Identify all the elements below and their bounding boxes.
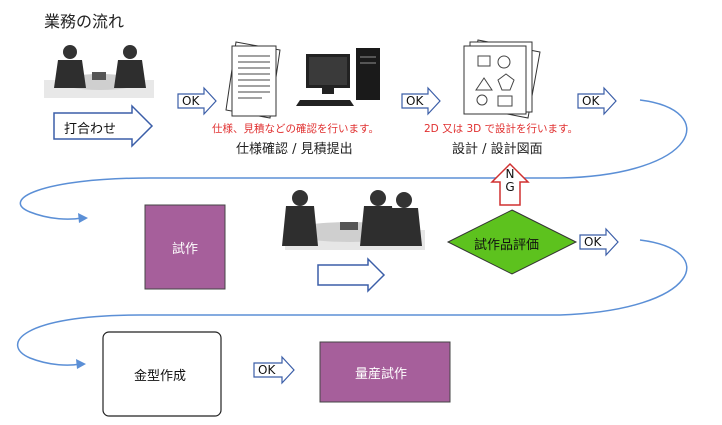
ok-arrow-5 [253, 355, 295, 385]
ok-arrow-4 [579, 227, 619, 257]
spec-note: 仕様、見積などの確認を行います。 [212, 123, 379, 135]
ok-arrow-1 [177, 86, 217, 116]
ok-label-4: OK [584, 235, 602, 249]
documents-icon [225, 41, 281, 119]
computer-icon [296, 48, 380, 106]
ok-arrow-3 [577, 86, 617, 116]
ok-arrow-2 [401, 86, 441, 116]
flow-arrowhead-2 [76, 359, 86, 369]
ok-label-2: OK [406, 94, 424, 108]
ng-arrow-shape [490, 162, 530, 206]
evaluation-label: 試作品評価 [474, 238, 540, 253]
meeting-label: 打合わせ [64, 122, 117, 137]
prototype-box [144, 204, 226, 290]
meeting-people-icon [44, 45, 154, 98]
meeting-people-2-icon [282, 190, 425, 250]
mold-label: 金型作成 [134, 369, 187, 384]
mass-production-box [319, 341, 451, 403]
flow-curve-2 [16, 239, 688, 366]
ok-label-1: OK [182, 94, 200, 108]
ok-label-3: OK [582, 94, 600, 108]
mold-box [102, 331, 222, 417]
evaluation-diamond [446, 209, 578, 275]
page-title: 業務の流れ [44, 12, 125, 31]
mass-production-label: 量産試作 [355, 367, 408, 382]
meeting-2-arrow-shape [317, 257, 386, 293]
design-drawings-icon [463, 39, 541, 119]
design-note: 2D 又は 3D で設計を行います。 [424, 123, 578, 135]
prototype-label: 試作 [172, 242, 199, 257]
meeting-arrow-shape [53, 104, 154, 148]
flow-curve-1 [19, 99, 688, 220]
design-caption: 設計 / 設計図面 [452, 142, 543, 157]
flow-arrowhead-1 [78, 213, 88, 223]
ok-label-5: OK [258, 363, 276, 377]
spec-caption: 仕様確認 / 見積提出 [236, 142, 353, 157]
